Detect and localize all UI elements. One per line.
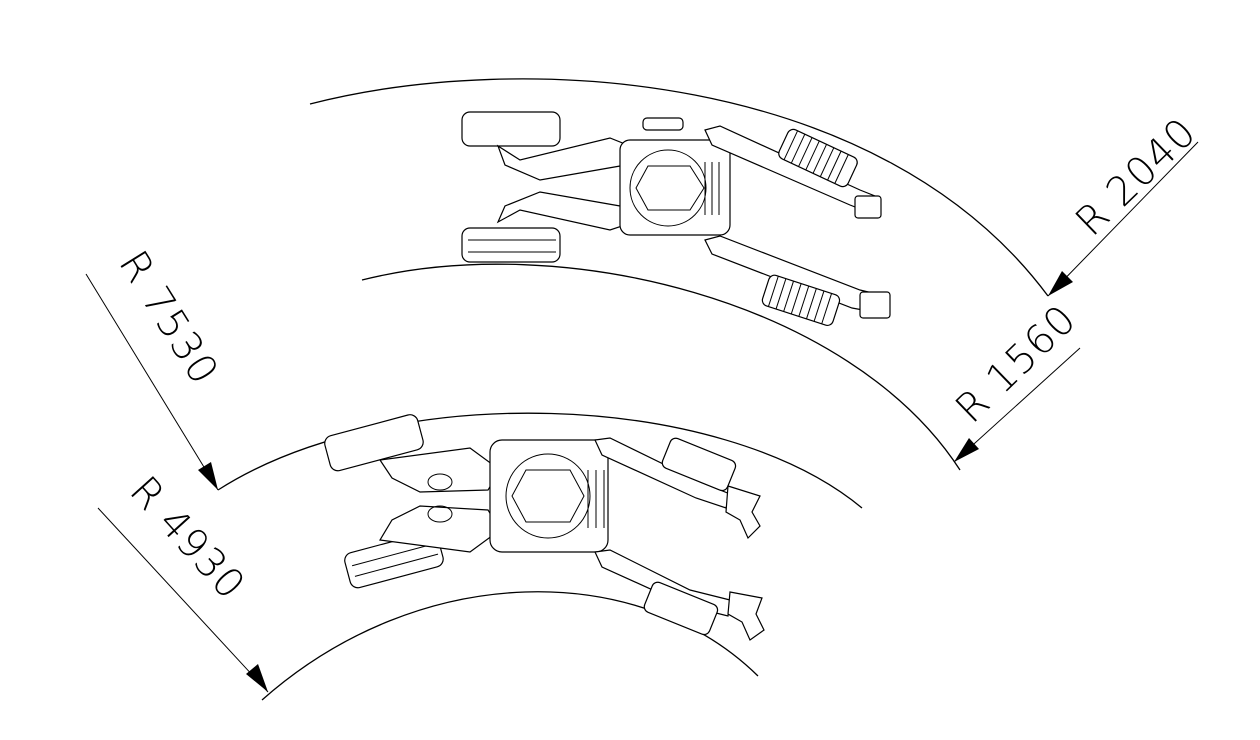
top-machine [461, 111, 891, 326]
dimension-label-r7530: R 7530 [110, 243, 228, 393]
dimension-label-r1560: R 1560 [947, 296, 1086, 432]
dimension-r4930: R 4930 [97, 468, 269, 693]
top-lane [309, 78, 1049, 471]
bottom-machine [324, 414, 765, 641]
rear-wheel-top-left [461, 111, 561, 147]
dimension-r2040: R 2040 [1047, 109, 1206, 297]
dimension-r1560: R 1560 [947, 296, 1086, 463]
dimension-r7530: R 7530 [85, 243, 228, 491]
rear-wheel-top-right [461, 227, 561, 263]
dimension-label-r2040: R 2040 [1067, 109, 1206, 245]
dimension-label-r4930: R 4930 [121, 468, 254, 609]
